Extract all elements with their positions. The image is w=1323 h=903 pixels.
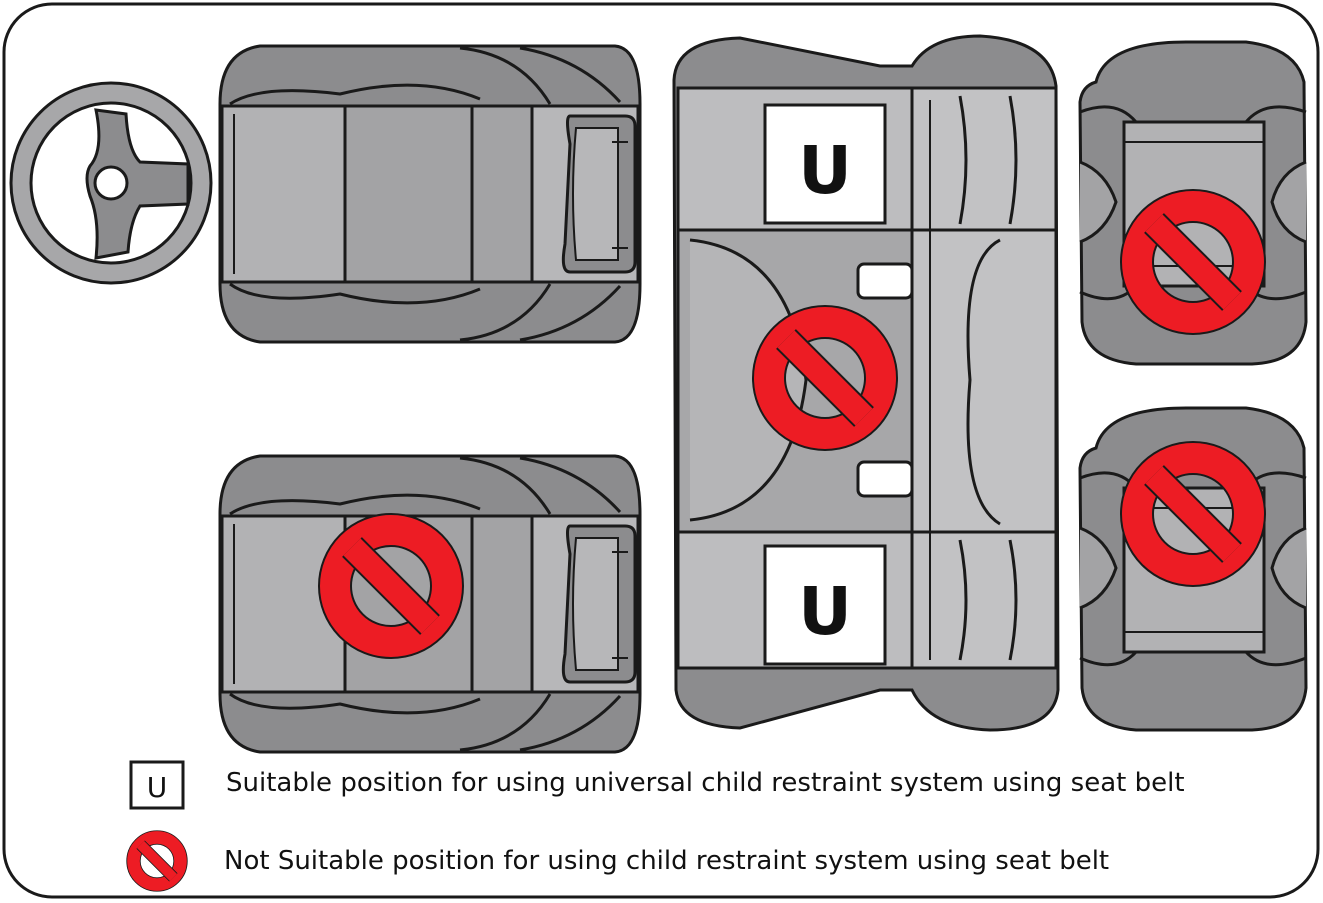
- second-row-right-label: U: [798, 573, 852, 650]
- legend-prohibited-icon: [133, 837, 180, 884]
- driver-seat: [218, 44, 642, 344]
- legend-suitable: U Suitable position for using universal …: [129, 760, 1185, 810]
- legend-universal-symbol-box: [129, 760, 185, 810]
- legend-suitable-text: Suitable position for using universal ch…: [226, 768, 1185, 798]
- legend-not-suitable-text: Not Suitable position for using child re…: [224, 846, 1109, 876]
- third-row-left-prohibited-icon: [1137, 206, 1249, 318]
- steering-wheel-icon: [9, 81, 213, 285]
- second-row-left-universal-badge: U: [763, 103, 887, 225]
- second-row-center-prohibited-icon: [769, 322, 881, 434]
- second-row-left-label: U: [798, 132, 852, 209]
- third-row-right-prohibited-icon: [1137, 458, 1249, 570]
- second-row-right-universal-badge: U: [763, 544, 887, 666]
- legend-not-suitable: Not Suitable position for using child re…: [133, 837, 1109, 884]
- legend-universal-symbol: U: [147, 771, 168, 804]
- front-passenger-prohibited-icon: [335, 530, 447, 642]
